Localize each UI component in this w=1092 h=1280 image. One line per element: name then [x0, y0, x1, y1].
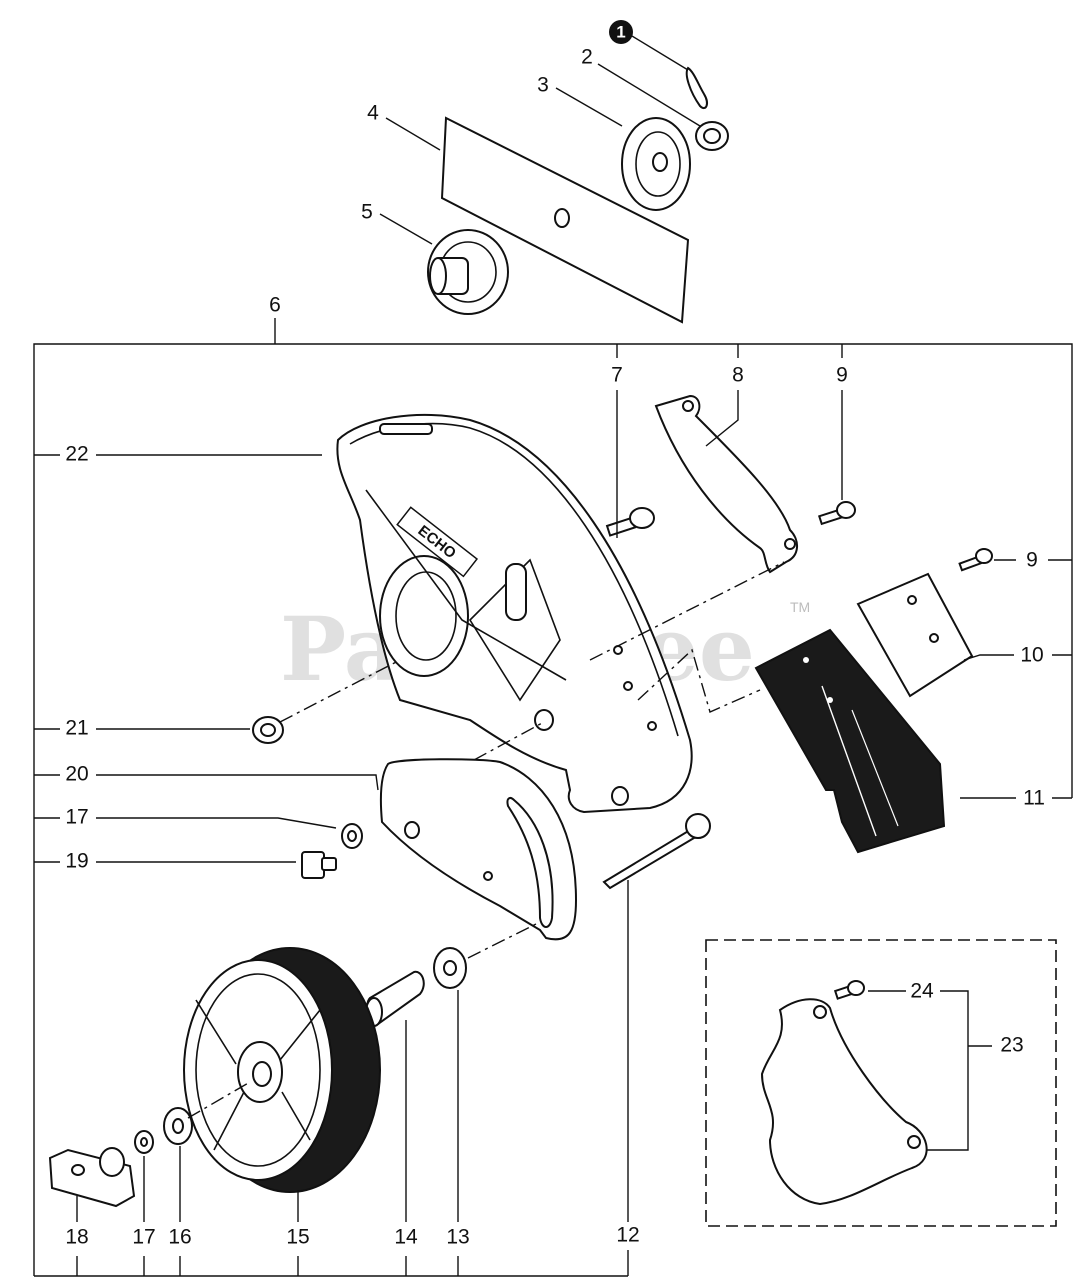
callout-14: 14 — [394, 1226, 418, 1249]
outer-washer — [621, 117, 691, 211]
leader-lines — [76, 35, 1016, 1222]
callout-17-upper: 17 — [65, 806, 88, 829]
callout-8: 8 — [732, 364, 744, 387]
washer-16 — [163, 1107, 193, 1145]
spacer-14 — [365, 970, 425, 1027]
wheel — [183, 947, 381, 1193]
watermark-trademark: TM — [790, 599, 810, 615]
callout-21: 21 — [65, 717, 88, 740]
flat-washer-13 — [433, 947, 467, 989]
lock-washer-17-upper — [341, 823, 363, 849]
wheel-bracket — [379, 758, 578, 941]
callout-16: 16 — [168, 1226, 191, 1249]
callout-10: 10 — [1020, 644, 1043, 667]
callout-12: 12 — [616, 1224, 639, 1247]
axle-bolt — [602, 813, 711, 890]
wing-knob — [48, 1147, 136, 1208]
callout-labels: 1 2 3 4 5 6 7 8 9 9 10 11 12 13 14 15 16… — [65, 20, 1045, 1249]
inner-adapter — [427, 229, 509, 315]
mounting-plate — [856, 572, 974, 698]
bolt-19 — [301, 851, 337, 879]
screw-9-upper — [817, 501, 856, 526]
callout-2: 2 — [581, 46, 593, 69]
deflector-flap — [754, 628, 946, 854]
callout-24: 24 — [910, 980, 934, 1003]
callout-17-lower: 17 — [132, 1226, 155, 1249]
optional-guard — [760, 998, 928, 1206]
callout-9-lower: 9 — [1026, 549, 1038, 572]
blade-guard: ECHO — [336, 413, 693, 814]
callout-5: 5 — [361, 201, 373, 224]
callout-1: 1 — [616, 22, 625, 41]
screw-9-lower — [958, 548, 993, 572]
callout-11: 11 — [1023, 787, 1045, 810]
screw-7 — [605, 507, 655, 537]
callout-1-badge — [609, 20, 633, 44]
nut-21 — [252, 716, 284, 744]
castle-nut — [695, 121, 729, 151]
callout-3: 3 — [537, 74, 549, 97]
optional-kit-box — [705, 939, 1057, 1227]
callout-22: 22 — [65, 443, 88, 466]
blade — [440, 116, 690, 324]
callout-19: 19 — [65, 850, 88, 873]
callout-23: 23 — [1000, 1034, 1023, 1057]
callout-6: 6 — [269, 294, 281, 317]
assembly-bracket-6 — [33, 318, 1073, 1277]
callout-9-upper: 9 — [836, 364, 848, 387]
callout-20: 20 — [65, 763, 88, 786]
callout-13: 13 — [446, 1226, 469, 1249]
screw-24 — [833, 980, 865, 1000]
lock-washer-17-lower — [134, 1130, 154, 1154]
cover-plate-upper — [654, 394, 798, 574]
callout-4: 4 — [367, 102, 379, 125]
cotter-pin — [685, 66, 708, 110]
callout-7: 7 — [611, 364, 623, 387]
callout-18: 18 — [65, 1226, 88, 1249]
callout-15: 15 — [286, 1226, 309, 1249]
